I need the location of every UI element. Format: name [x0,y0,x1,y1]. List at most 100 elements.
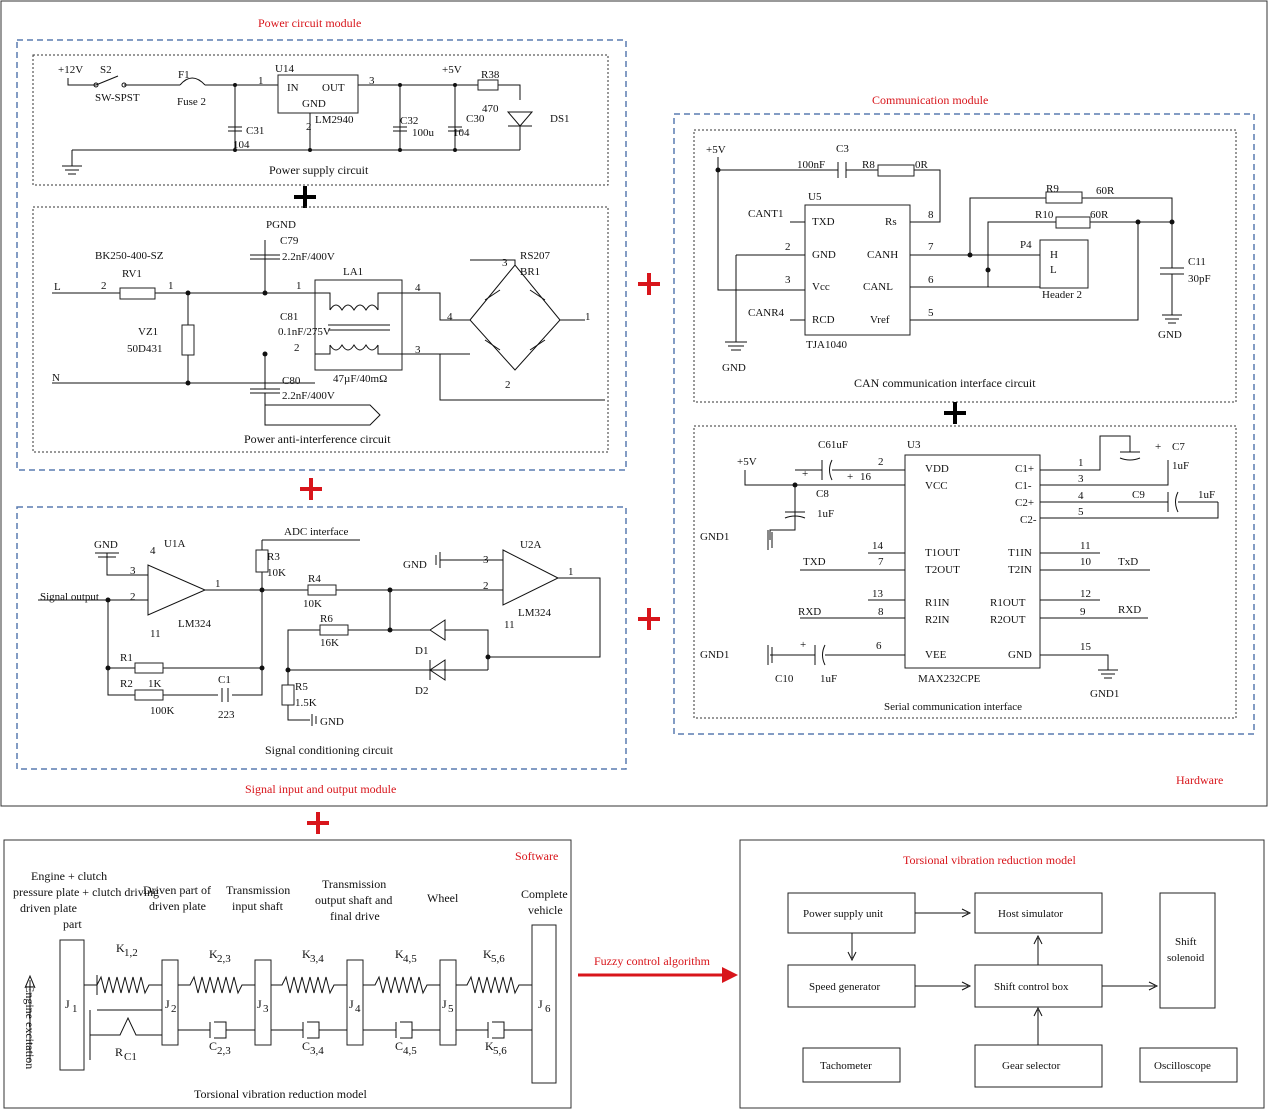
svg-text:1: 1 [215,578,221,590]
svg-text:60R: 60R [1096,185,1115,197]
svg-text:ADC interface: ADC interface [284,526,349,538]
svg-text:CANL: CANL [863,281,893,293]
svg-text:S2: S2 [100,64,112,76]
svg-text:R2IN: R2IN [925,614,950,626]
svg-text:BR1: BR1 [520,266,540,278]
svg-text:N: N [52,372,60,384]
svg-text:3: 3 [130,565,136,577]
svg-text:GND: GND [94,539,118,551]
svg-text:J: J [349,997,354,1011]
svg-text:R4: R4 [308,573,321,585]
svg-text:RS207: RS207 [520,250,550,262]
svg-text:3: 3 [415,344,421,356]
svg-text:1: 1 [258,75,264,87]
block-power-supply [787,892,916,934]
svg-text:RCD: RCD [812,314,835,326]
anti-interference-frame [32,206,609,453]
svg-text:4: 4 [415,282,421,294]
svg-text:Complete: Complete [521,887,568,901]
svg-text:3: 3 [483,554,489,566]
svg-text:Fuse 2: Fuse 2 [177,96,206,108]
svg-text:U2A: U2A [520,539,541,551]
plus-red-3 [638,608,660,630]
svg-text:4: 4 [150,545,156,557]
svg-text:TJA1040: TJA1040 [806,339,847,351]
svg-text:J: J [442,997,447,1011]
svg-text:223: 223 [218,709,235,721]
excitation-arrow: Engine excitation [23,974,37,1069]
svg-text:Engine + clutch: Engine + clutch [31,869,107,883]
svg-text:8: 8 [878,606,884,618]
power-supply-schematic [62,74,534,175]
block-host-simulator-label: Host simulator [998,908,1063,920]
svg-text:15: 15 [1080,641,1092,653]
svg-text:1.5K: 1.5K [295,697,317,709]
svg-text:3: 3 [1078,473,1084,485]
hardware-frame [0,0,1268,807]
svg-text:5,6: 5,6 [493,1045,507,1057]
can-caption: CAN communication interface circuit [854,376,1036,390]
inertia-j5 [439,959,457,1046]
power-supply-caption: Power supply circuit [269,163,369,177]
svg-text:driven plate: driven plate [20,901,77,915]
svg-text:47µF/40mΩ: 47µF/40mΩ [333,373,387,385]
svg-text:4,5: 4,5 [403,1045,417,1057]
svg-text:H: H [1050,249,1058,261]
svg-text:BK250-400-SZ: BK250-400-SZ [95,250,164,262]
svg-text:driven plate: driven plate [149,899,206,913]
fuzzy-label: Fuzzy control algorithm [594,954,711,968]
signal-schematic [38,539,601,726]
svg-text:3: 3 [263,1003,269,1015]
svg-text:100K: 100K [150,705,175,717]
svg-text:L: L [54,281,61,293]
svg-text:TxD: TxD [1118,556,1138,568]
block-speed-generator [787,964,916,1008]
svg-text:VCC: VCC [925,480,948,492]
svg-text:4,5: 4,5 [403,953,417,965]
svg-text:C3: C3 [836,143,849,155]
svg-text:2.2nF/400V: 2.2nF/400V [282,251,335,263]
svg-text:LM324: LM324 [178,618,212,630]
svg-text:Driven part of: Driven part of [143,883,211,897]
svg-text:3,4: 3,4 [310,1045,324,1057]
power-supply-labels: +12V S2 SW-SPST F1 Fuse 2 1 U14 IN OUT G… [58,63,570,151]
svg-text:GND1: GND1 [1090,688,1119,700]
svg-text:C8: C8 [816,488,829,500]
svg-text:1uF: 1uF [820,673,837,685]
svg-text:1: 1 [296,280,302,292]
svg-text:6: 6 [545,1003,551,1015]
svg-text:R3: R3 [267,551,280,563]
svg-text:C32: C32 [400,115,418,127]
svg-text:C31: C31 [246,125,264,137]
svg-text:100u: 100u [412,127,435,139]
svg-text:Transmission: Transmission [226,883,290,897]
inertia-j3 [254,959,272,1046]
svg-text:3: 3 [785,274,791,286]
svg-text:LA1: LA1 [343,266,363,278]
svg-text:+: + [802,468,808,480]
svg-text:3,4: 3,4 [310,953,324,965]
svg-text:+: + [800,639,806,651]
svg-text:1K: 1K [148,678,162,690]
svg-text:PGND: PGND [266,219,296,231]
svg-text:0.1nF/275V: 0.1nF/275V [278,326,331,338]
svg-text:output shaft and: output shaft and [315,893,392,907]
serial-schematic [744,435,1219,679]
svg-text:Rs: Rs [885,216,897,228]
svg-text:GND: GND [722,362,746,374]
svg-text:+5V: +5V [706,144,726,156]
svg-text:K: K [302,947,311,961]
svg-text:1: 1 [1078,457,1084,469]
svg-text:U5: U5 [808,191,822,203]
svg-text:2: 2 [306,121,312,133]
svg-text:T2OUT: T2OUT [925,564,960,576]
svg-text:11: 11 [504,619,515,631]
svg-text:C: C [395,1039,403,1053]
svg-text:vehicle: vehicle [528,903,563,917]
svg-text:GND1: GND1 [700,649,729,661]
comm-module-title: Communication module [872,93,988,107]
svg-text:GND: GND [403,559,427,571]
svg-text:R: R [115,1045,123,1059]
svg-text:1: 1 [168,280,174,292]
